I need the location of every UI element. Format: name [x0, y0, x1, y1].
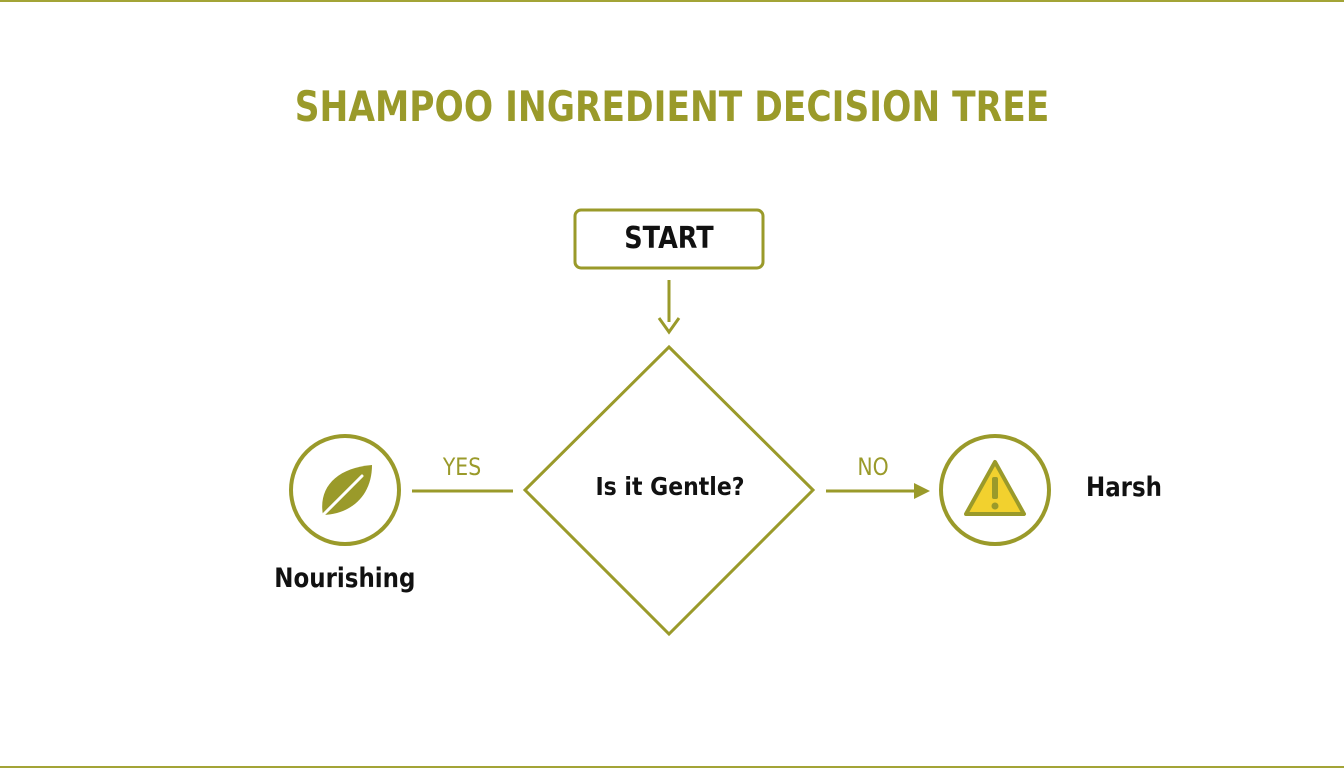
start-node — [573, 208, 765, 270]
diagram-title: SHAMPOO INGREDIENT DECISION TREE — [294, 82, 1050, 131]
decision-node — [522, 344, 816, 637]
decision-label: Is it Gentle? — [595, 472, 745, 501]
yes-edge-label: YES — [442, 453, 482, 481]
no-connector-arrowhead — [914, 483, 930, 499]
harsh-label: Harsh — [1085, 472, 1163, 503]
top-border — [0, 0, 1344, 2]
nourishing-label: Nourishing — [274, 563, 416, 594]
start-label: START — [624, 221, 714, 256]
leaf-icon — [322, 465, 372, 516]
warning-icon — [964, 460, 1026, 516]
bottom-border — [0, 766, 1344, 768]
no-edge-label: NO — [857, 453, 889, 481]
start-to-decision-arrowhead — [657, 317, 681, 335]
